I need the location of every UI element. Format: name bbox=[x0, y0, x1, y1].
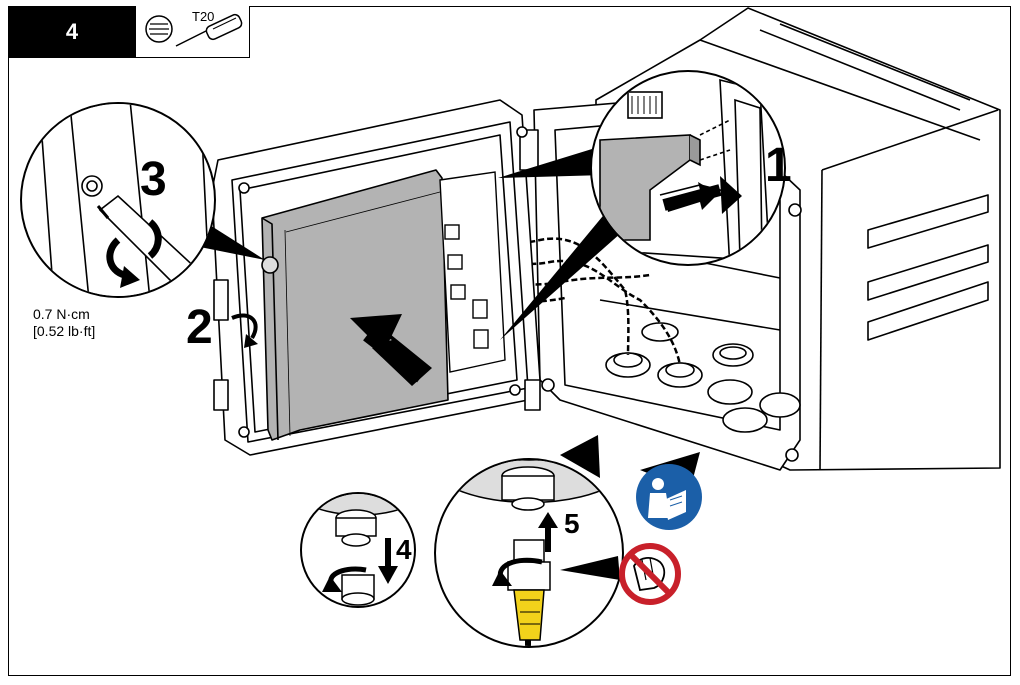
callout-1: 1 bbox=[765, 139, 792, 192]
callout-3: 3 bbox=[140, 153, 167, 206]
zoom-screw bbox=[20, 102, 265, 298]
callout-5: 5 bbox=[564, 508, 580, 539]
read-manual-icon bbox=[636, 452, 702, 530]
torx-screwdriver-icon bbox=[145, 13, 243, 47]
callout-2: 2 bbox=[186, 301, 213, 354]
diagram-frame bbox=[8, 6, 1011, 676]
rotate-arrow-2 bbox=[231, 313, 258, 340]
zoom-connector bbox=[498, 70, 786, 340]
terminal-block bbox=[439, 171, 506, 373]
callout-4: 4 bbox=[396, 534, 412, 565]
torque-imperial: [0.52 lb·ft] bbox=[33, 323, 96, 339]
step-number: 4 bbox=[8, 6, 136, 58]
zoom-connector-unscrew bbox=[300, 492, 416, 608]
push-panel-arrow-shaft bbox=[363, 327, 427, 383]
cover-panel bbox=[261, 169, 449, 441]
torque-spec: 0.7 N·cm [0.52 lb·ft] bbox=[33, 306, 95, 340]
torque-metric: 0.7 N·cm bbox=[33, 306, 90, 322]
zoom-connector-remove bbox=[434, 435, 624, 648]
no-pulling-icon bbox=[619, 543, 681, 605]
tool-label: T20 bbox=[192, 9, 215, 24]
